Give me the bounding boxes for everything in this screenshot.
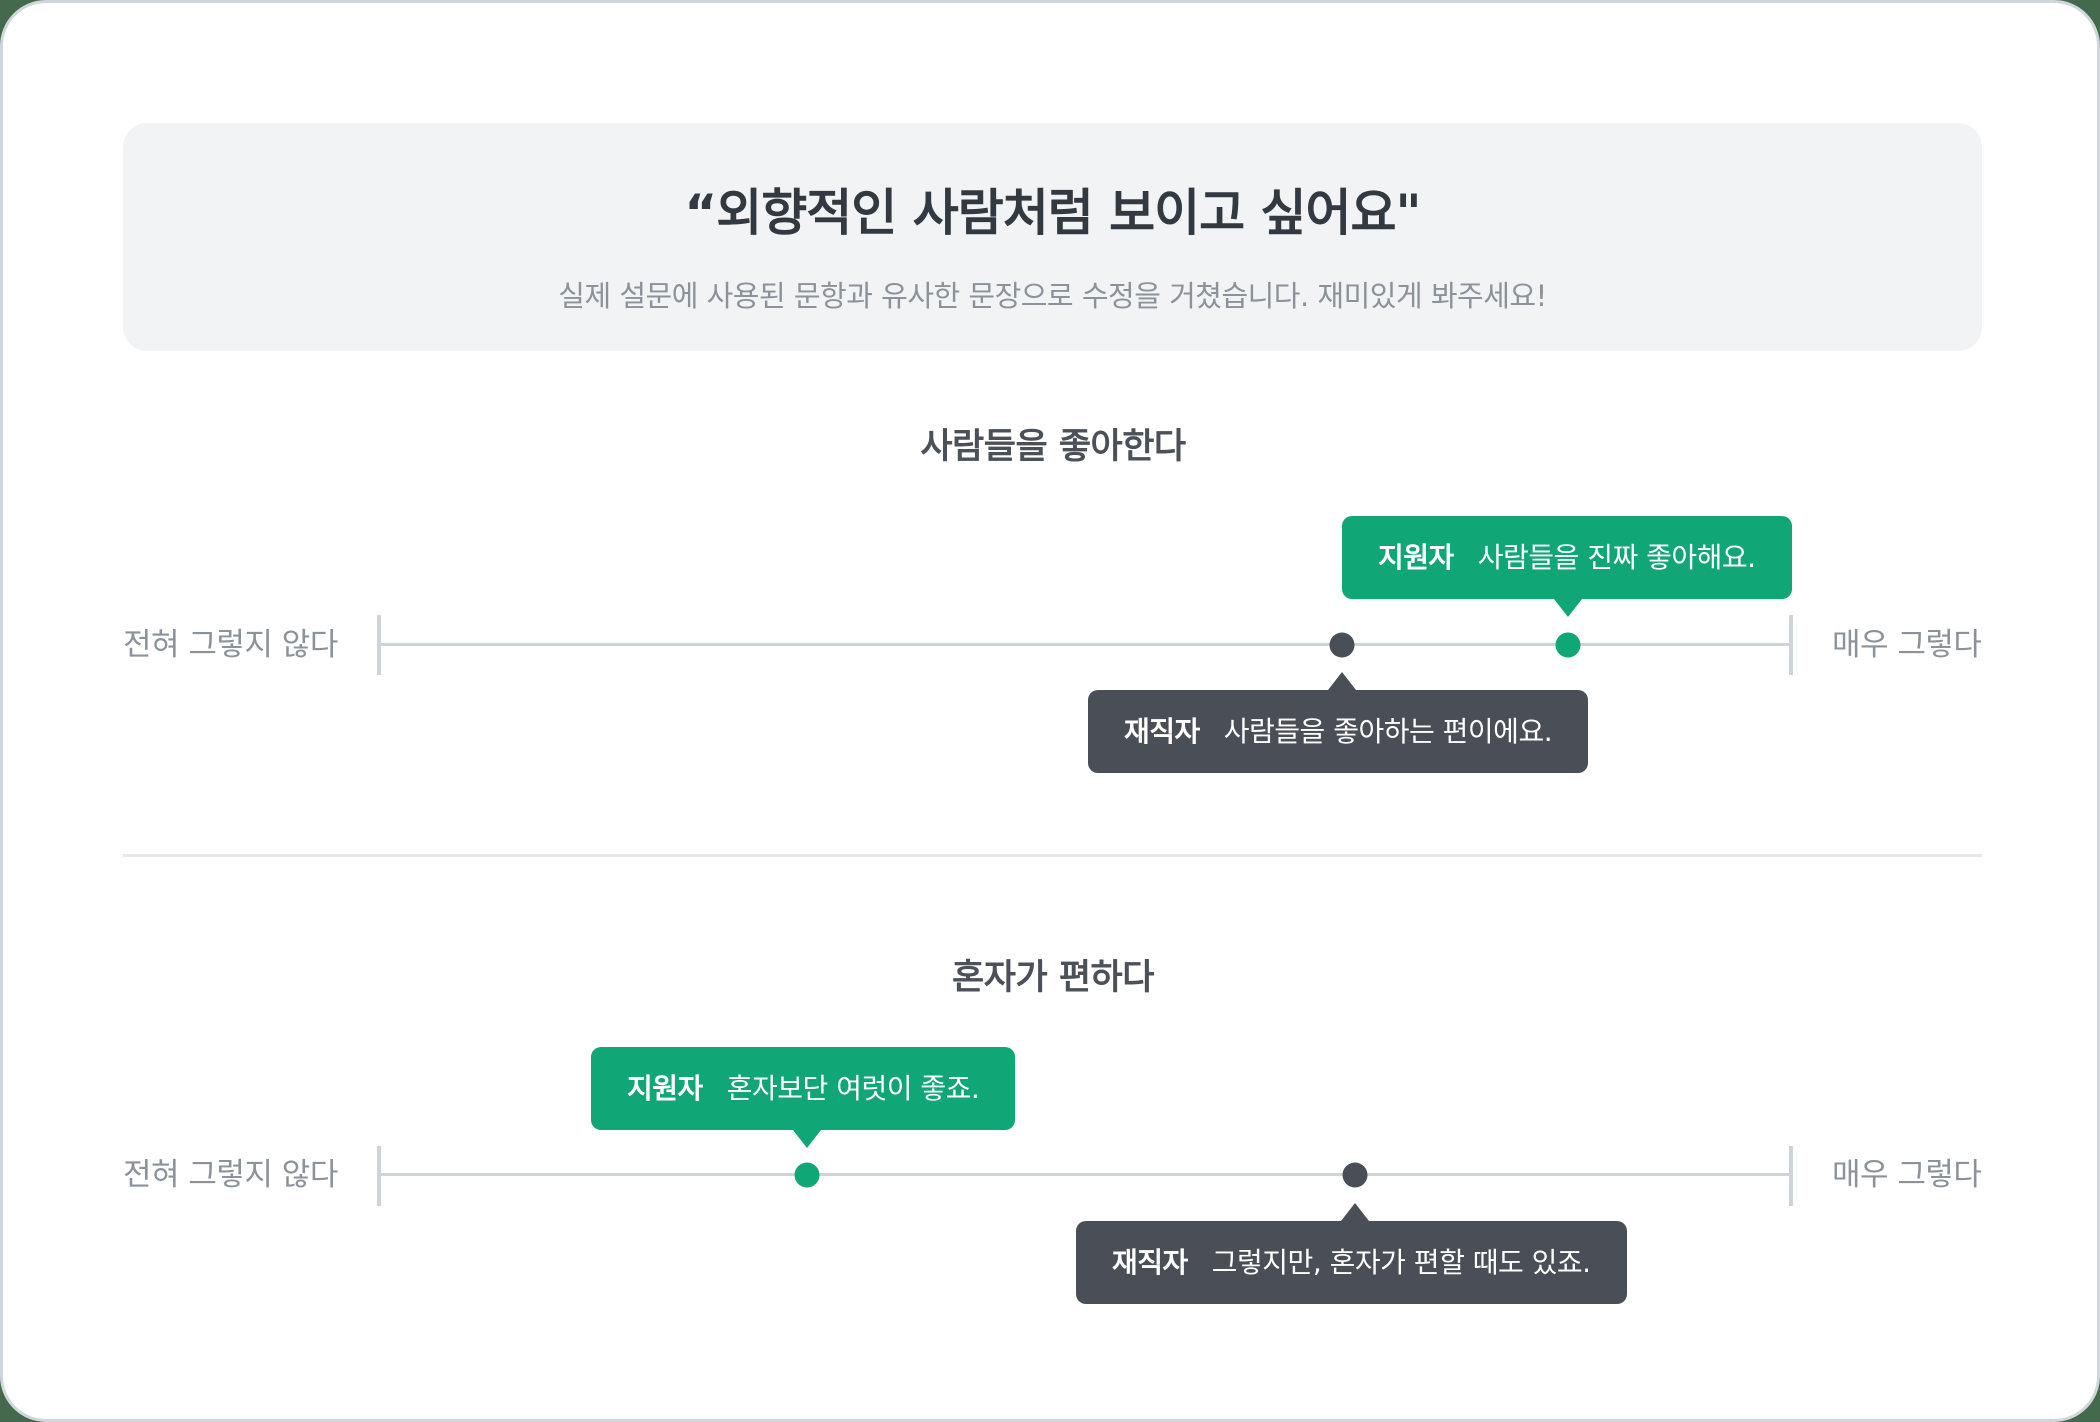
tooltip-comment: 사람들을 좋아하는 편이에요. (1223, 715, 1553, 748)
scale-max-label: 매우 그렇다 (1832, 1157, 1982, 1193)
question-title: 사람들을 좋아한다 (920, 427, 1186, 467)
section-divider (123, 854, 1982, 857)
scale-max-label: 매우 그렇다 (1832, 627, 1982, 663)
tooltip-respondent-label: 재직자 (1112, 1246, 1188, 1279)
employee-marker[interactable] (1329, 632, 1355, 658)
tooltip-respondent-label: 재직자 (1124, 715, 1200, 748)
tooltip-arrow-down-icon (793, 1130, 821, 1148)
applicant-marker[interactable] (794, 1162, 820, 1188)
scale-end-cap (1789, 1146, 1793, 1206)
scale-track (379, 1173, 1793, 1176)
employee-tooltip: 재직자 사람들을 좋아하는 편이에요. (1088, 690, 1589, 773)
employee-marker[interactable] (1342, 1162, 1368, 1188)
header-banner: “외향적인 사람처럼 보이고 싶어요" 실제 설문에 사용된 문항과 유사한 문… (123, 123, 1982, 351)
question-title: 혼자가 편하다 (952, 958, 1154, 998)
tooltip-arrow-up-icon (1328, 672, 1356, 690)
scale-min-label: 전혀 그렇지 않다 (123, 627, 338, 663)
applicant-tooltip: 지원자 혼자보단 여럿이 좋죠. (591, 1047, 1016, 1130)
tooltip-arrow-down-icon (1554, 599, 1582, 617)
scale-track (379, 643, 1793, 646)
tooltip-respondent-label: 지원자 (627, 1072, 703, 1105)
page-subtitle: 실제 설문에 사용된 문항과 유사한 문장으로 수정을 거쳤습니다. 재미있게 … (558, 279, 1547, 313)
scale-start-cap (377, 1146, 381, 1206)
page-title: “외향적인 사람처럼 보이고 싶어요" (684, 184, 1421, 242)
applicant-marker[interactable] (1555, 632, 1581, 658)
applicant-tooltip: 지원자 사람들을 진짜 좋아해요. (1342, 516, 1792, 599)
scale-end-cap (1789, 615, 1793, 675)
tooltip-respondent-label: 지원자 (1378, 541, 1454, 574)
employee-tooltip: 재직자 그렇지만, 혼자가 편할 때도 있죠. (1076, 1221, 1627, 1304)
tooltip-comment: 그렇지만, 혼자가 편할 때도 있죠. (1211, 1246, 1591, 1279)
scale-min-label: 전혀 그렇지 않다 (123, 1157, 338, 1193)
tooltip-arrow-up-icon (1341, 1203, 1369, 1221)
tooltip-comment: 혼자보단 여럿이 좋죠. (726, 1072, 980, 1105)
tooltip-comment: 사람들을 진짜 좋아해요. (1477, 541, 1756, 574)
